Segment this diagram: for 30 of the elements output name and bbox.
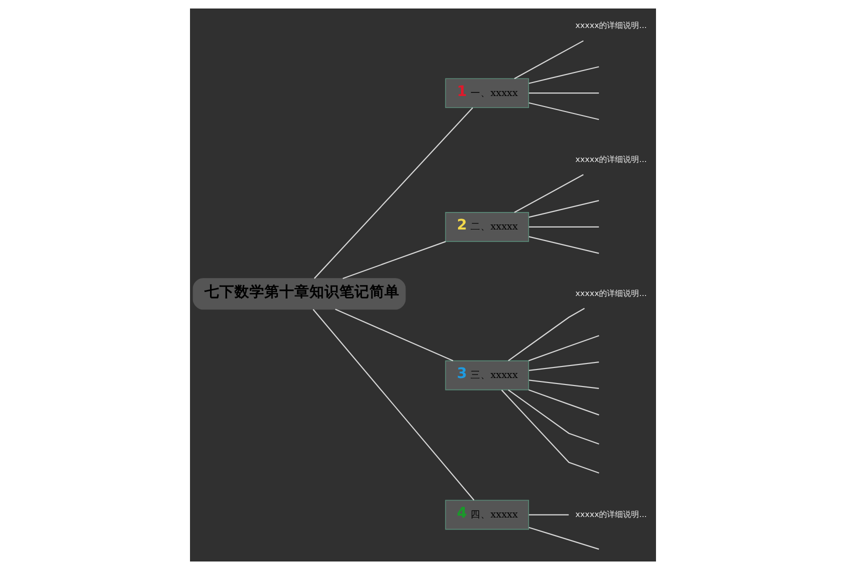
connector	[508, 308, 585, 362]
connector	[528, 236, 600, 254]
connector	[528, 380, 599, 390]
connector	[335, 308, 454, 362]
connector	[514, 174, 584, 213]
connector	[342, 241, 446, 280]
node-box: 1 一、xxxxx	[445, 78, 530, 108]
connector	[528, 102, 600, 120]
connector	[314, 107, 474, 279]
node-box: 3 三、xxxxx	[445, 360, 530, 390]
connector	[501, 390, 600, 474]
node-text: xxxxx的详细说明...	[575, 510, 647, 519]
connector	[528, 92, 599, 94]
node-text: xxxxx的详细说明...	[575, 21, 647, 30]
connector	[528, 66, 600, 84]
connector	[528, 389, 600, 416]
connector	[528, 226, 599, 228]
node-text: xxxxx的详细说明...	[575, 288, 647, 298]
connector	[514, 40, 584, 80]
connector	[528, 514, 569, 516]
connector	[528, 200, 600, 218]
node-box: 4 四、xxxxx	[445, 500, 530, 530]
connector	[528, 526, 600, 550]
node-box: 2 二、xxxxx	[445, 212, 530, 242]
connector	[508, 389, 600, 444]
connector	[312, 309, 474, 500]
connector	[528, 362, 599, 371]
connector	[528, 335, 600, 362]
node-box: 七下数学第十章知识笔记简单	[192, 278, 406, 310]
node-text: xxxxx的详细说明...	[575, 155, 647, 164]
